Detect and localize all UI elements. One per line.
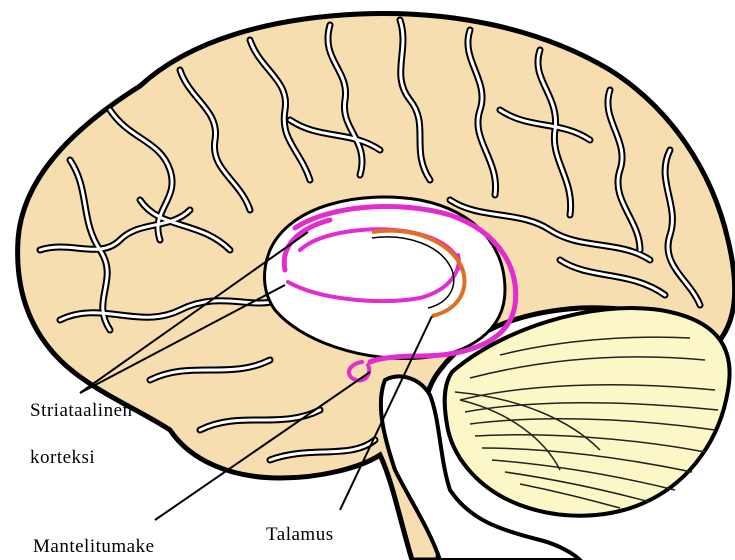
- label-striatal-line1: Striataalinen: [30, 400, 133, 421]
- label-amygdala: Mantelitumake: [33, 536, 155, 557]
- label-thalamus: Talamus: [266, 524, 334, 545]
- label-striatal-line2: korteksi: [30, 447, 95, 468]
